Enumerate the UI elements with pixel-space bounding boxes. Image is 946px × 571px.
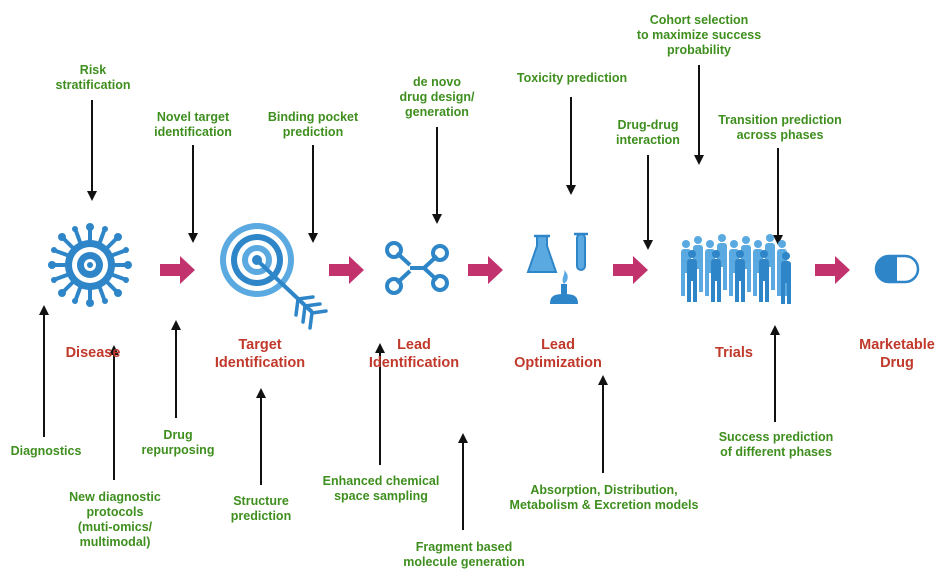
molecule-icon [385, 241, 449, 295]
label-enhanced-sampling: Enhanced chemical space sampling [322, 474, 440, 503]
label-diagnostics: Diagnostics [10, 444, 82, 458]
label-cohort-selection: Cohort selection to maximize success pro… [636, 13, 762, 57]
stage-label-marketable-drug: Marketable Drug [859, 337, 935, 371]
stage-label-lead-optimization: Lead Optimization [514, 337, 602, 371]
flow-arrow-2 [329, 256, 364, 284]
label-toxicity: Toxicity prediction [516, 71, 628, 85]
stage-label-target: Target Identification [214, 337, 306, 371]
pill-icon [874, 254, 920, 284]
label-structure-prediction: Structure prediction [230, 494, 292, 523]
stage-label-disease: Disease [65, 345, 121, 361]
label-adme-models: Absorption, Distribution, Metabolism & E… [509, 483, 699, 512]
flow-arrow-5 [815, 256, 850, 284]
stage-label-trials: Trials [715, 345, 753, 361]
label-fragment-based: Fragment based molecule generation [403, 540, 525, 569]
label-de-novo: de novo drug design/ generation [399, 75, 475, 119]
people-crowd-icon [681, 234, 791, 304]
label-new-diagnostic-protocols: New diagnostic protocols (muti-omics/ mu… [69, 490, 161, 549]
bottom-pointer-arrows [39, 305, 780, 530]
virus-icon [48, 223, 132, 307]
label-drug-repurposing: Drug repurposing [141, 428, 215, 457]
target-icon [220, 223, 328, 330]
flow-arrow-4 [613, 256, 648, 284]
label-binding-pocket: Binding pocket prediction [267, 110, 359, 139]
stage-label-lead-identification: Lead Identification [368, 337, 460, 371]
label-success-prediction: Success prediction of different phases [718, 430, 834, 459]
flow-arrow-1 [160, 256, 195, 284]
flow-arrow-3 [468, 256, 503, 284]
label-drug-drug: Drug-drug interaction [616, 118, 680, 147]
label-risk-stratification: Risk stratification [55, 63, 131, 92]
top-pointer-arrows [87, 65, 783, 250]
flow-arrows [160, 256, 850, 284]
lab-flask-icon [526, 232, 588, 304]
label-transition-prediction: Transition prediction across phases [718, 113, 842, 142]
label-novel-target: Novel target identification [154, 110, 232, 139]
